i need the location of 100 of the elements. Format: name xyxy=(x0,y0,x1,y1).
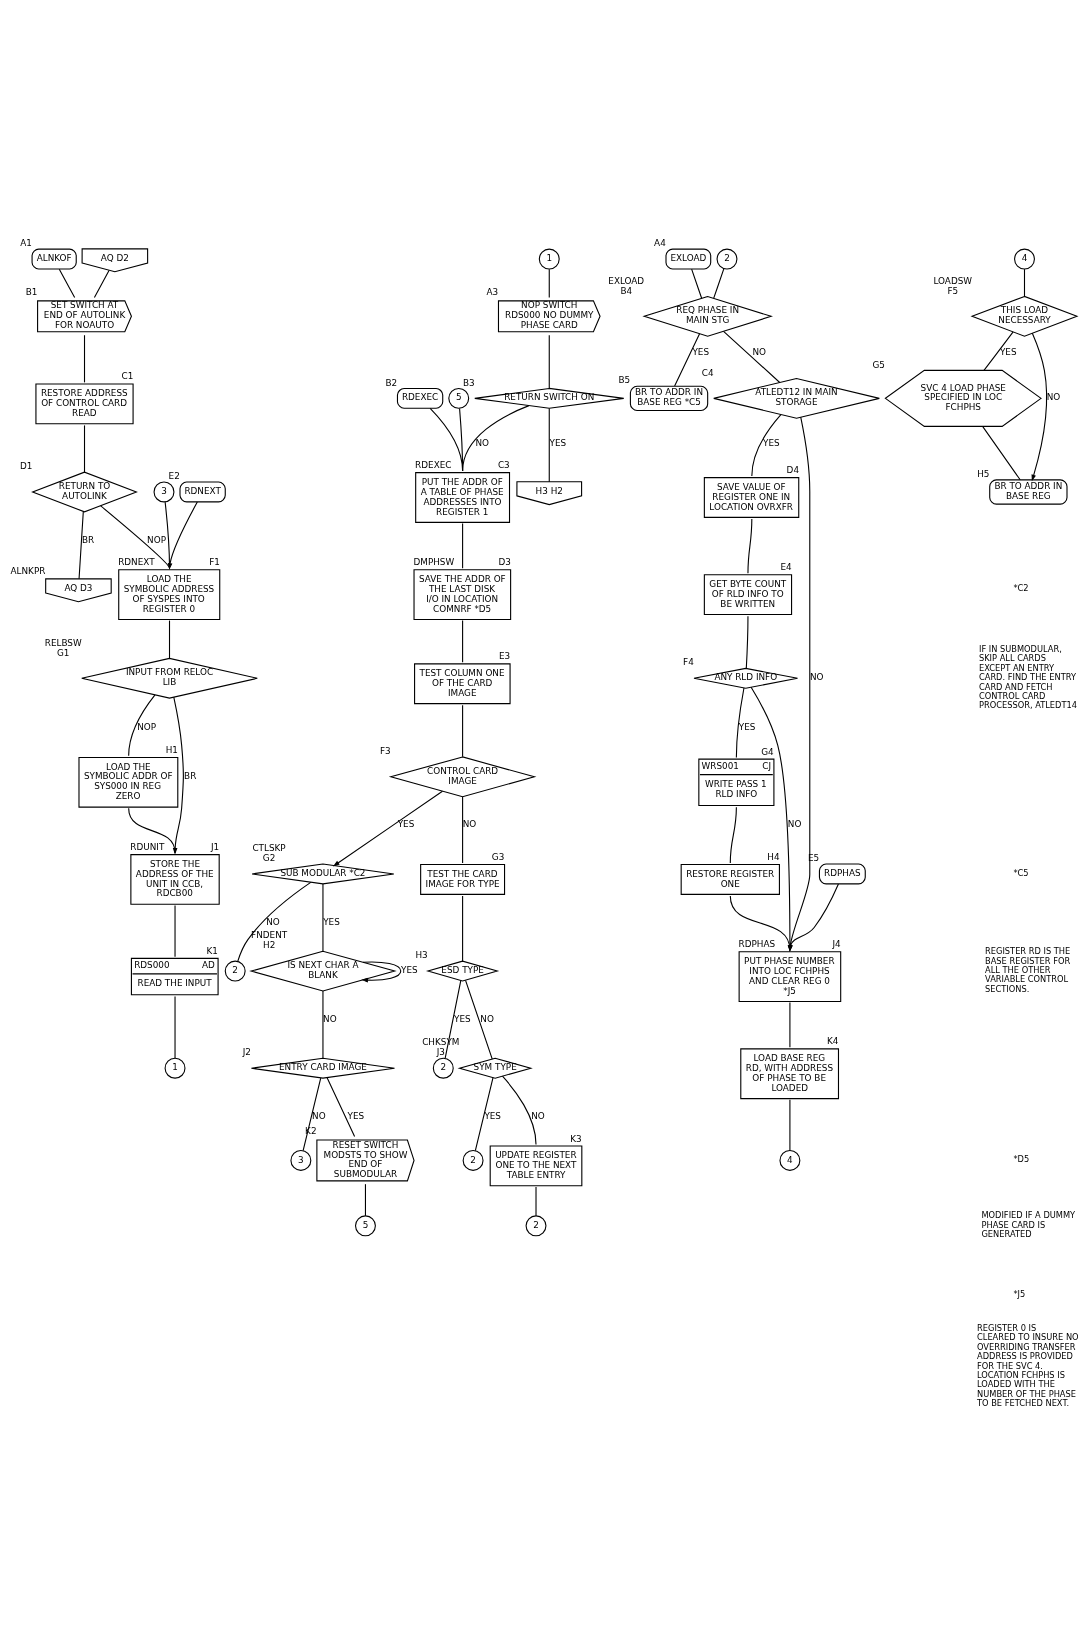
connector xyxy=(322,882,324,952)
node-box: ALNKOF xyxy=(31,248,77,270)
node-label: E3 xyxy=(499,650,511,661)
node-circle: 2 xyxy=(224,960,246,982)
node-label: C3 xyxy=(497,459,510,470)
node-box: LOAD BASE REG RD, WITH ADDRESS OF PHASE TO BE LOADED xyxy=(740,1047,840,1099)
edge-label: NO xyxy=(809,671,824,682)
node-label: B5 xyxy=(618,374,631,385)
edge-label: NO xyxy=(312,1110,326,1121)
connector xyxy=(751,413,782,477)
connector xyxy=(462,704,464,757)
node-label: J3 xyxy=(436,1046,445,1057)
node-label: K1 xyxy=(206,945,218,956)
connector xyxy=(174,904,176,957)
connector xyxy=(462,894,464,962)
node-label: B1 xyxy=(25,286,38,297)
label: *J5 xyxy=(1013,1288,1026,1299)
connector xyxy=(548,268,550,298)
arrow xyxy=(1031,332,1048,481)
node-box: GET BYTE COUNT OF RLD INFO TO BE WRITTEN xyxy=(703,573,793,615)
connector xyxy=(462,404,530,472)
node-label: E4 xyxy=(780,561,792,572)
connector xyxy=(462,522,464,569)
arrow xyxy=(167,501,198,570)
connector xyxy=(164,501,171,569)
connector xyxy=(83,424,86,473)
connector xyxy=(735,686,745,758)
node-label: B4 xyxy=(620,285,633,296)
edge-label: NO xyxy=(475,437,489,448)
node-box: SAVE VALUE OF REGISTER ONE IN LOCATION OVRXFR xyxy=(703,476,800,518)
node-diamond: ATLEDT12 IN MAIN STORAGE xyxy=(713,377,880,419)
node-label: DMPHSW xyxy=(413,556,455,567)
label: REGISTER RD IS THE BASE REGISTER FOR ALL THE OTHER VARIABLE CONTROL SECTIONS. xyxy=(985,945,1071,994)
connector xyxy=(789,1001,791,1048)
node-label: F5 xyxy=(947,285,959,296)
connector xyxy=(93,269,110,298)
connector xyxy=(983,330,1014,371)
node-box: TEST COLUMN ONE OF THE CARD IMAGE xyxy=(414,662,511,704)
label: REGISTER 0 IS CLEARED TO INSURE NO OVERRIDING TRANSFER ADDRESS IS PROVIDED FOR THE SVC 4. LOCATION FCHPHS IS LOADED WITH THE NUMBER OF THE PHASE TO BE FETCHED NEXT. xyxy=(977,1322,1079,1408)
node-label: C1 xyxy=(121,370,134,381)
node-label: FNDENT xyxy=(251,929,288,940)
connector xyxy=(729,806,737,863)
node-diamond: ENTRY CARD IMAGE xyxy=(250,1057,396,1079)
arrow xyxy=(787,416,811,952)
arrow xyxy=(332,790,443,866)
connector xyxy=(501,1075,537,1145)
node-label: RELBSW xyxy=(44,637,82,648)
node-box: BR TO ADDR IN BASE REG *C5 xyxy=(629,385,709,411)
node-box: RESTORE ADDRESS OF CONTROL CARD READ xyxy=(35,382,134,424)
connector xyxy=(100,504,171,569)
node-circle: 5 xyxy=(448,387,470,409)
node-label: RDUNIT xyxy=(130,841,165,852)
edge-label: YES xyxy=(454,1013,471,1024)
node-label: K4 xyxy=(826,1035,839,1046)
node-circle: 1 xyxy=(164,1057,186,1079)
node-label: E2 xyxy=(168,470,180,481)
connector xyxy=(674,332,701,387)
edge-label: YES xyxy=(999,346,1017,357)
edge-label: NO xyxy=(787,818,802,829)
edge-label: YES xyxy=(401,964,418,975)
edge-label: YES xyxy=(347,1110,365,1121)
edge-label: YES xyxy=(397,818,415,829)
node-label: D3 xyxy=(498,556,511,567)
node-label: G5 xyxy=(872,359,885,370)
connector xyxy=(548,407,550,482)
edge-label: YES xyxy=(738,721,756,732)
node-label: H4 xyxy=(767,851,780,862)
node-label: C4 xyxy=(701,367,714,378)
label: *C5 xyxy=(1013,867,1029,878)
node-box: STORE THE ADDRESS OF THE UNIT IN CCB, RDCB00 xyxy=(130,853,220,905)
connector xyxy=(691,268,703,299)
connector xyxy=(58,268,76,298)
node-label: A3 xyxy=(486,286,499,297)
node-circle: 2 xyxy=(525,1214,547,1236)
node-circle: 2 xyxy=(716,248,738,270)
node-label: H5 xyxy=(977,468,990,479)
node-label: J4 xyxy=(832,938,841,949)
connector xyxy=(713,267,725,299)
edge-label: NO xyxy=(266,916,280,927)
node-circle: 4 xyxy=(1014,248,1035,270)
node-label: B3 xyxy=(462,377,475,388)
node-label: G2 xyxy=(262,852,276,863)
node-diamond: CONTROL CARD IMAGE xyxy=(388,755,537,797)
node-box: PUT THE ADDR OF A TABLE OF PHASE ADDRESSES INTO REGISTER 1 xyxy=(415,471,511,523)
connector xyxy=(326,1076,356,1137)
edge-label: NOP xyxy=(147,534,166,545)
connector xyxy=(302,1076,322,1151)
label: MODIFIED IF A DUMMY PHASE CARD IS GENERATED xyxy=(981,1209,1076,1239)
connector xyxy=(322,990,324,1059)
node-label: H3 xyxy=(415,949,428,960)
node-diamond: IS NEXT CHAR A BLANK xyxy=(249,950,397,992)
connector xyxy=(462,795,464,863)
arrow xyxy=(788,883,839,952)
node-label: A4 xyxy=(654,237,666,248)
node-box: EXLOAD xyxy=(665,248,712,270)
node-label: CTLSKP xyxy=(252,842,286,853)
connector xyxy=(982,425,1021,480)
node-label: EXLOAD xyxy=(608,275,645,286)
node-label: H1 xyxy=(165,744,178,755)
node-box: LOAD THE SYMBOLIC ADDR OF SYS000 IN REG ZERO xyxy=(78,756,179,808)
